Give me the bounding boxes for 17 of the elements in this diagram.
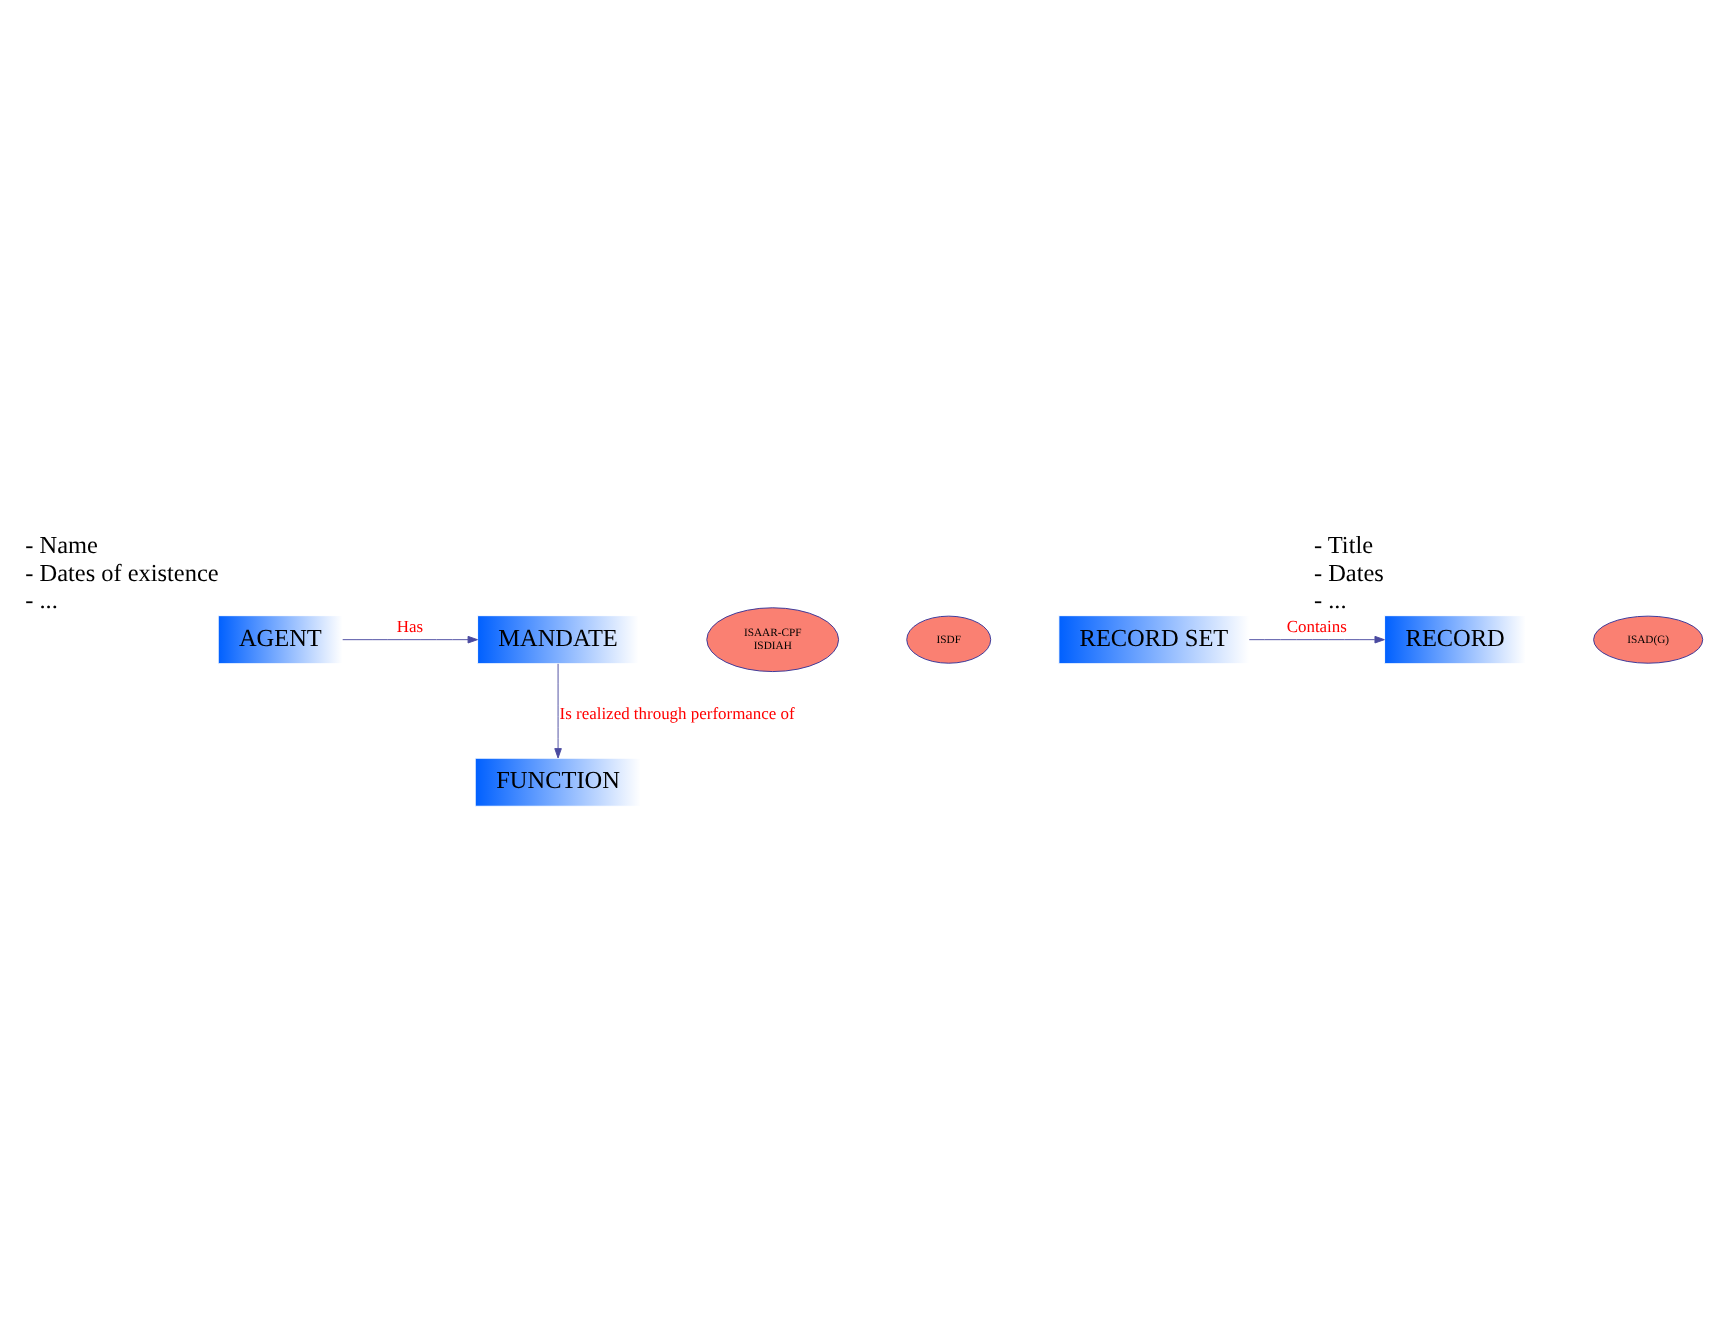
node-label: - Dates of existence xyxy=(25,557,219,586)
node-box: FUNCTION xyxy=(474,756,642,806)
arrow xyxy=(1248,634,1385,643)
node-box: RECORD xyxy=(1384,614,1527,664)
node-box: RECORD SET xyxy=(1058,614,1250,664)
node-box: MANDATE xyxy=(477,614,639,664)
node-label: - ... xyxy=(25,584,58,613)
edge-label: Is realized through performance of xyxy=(559,702,795,723)
arrow xyxy=(342,634,478,643)
node-label: - Name xyxy=(25,530,98,559)
node-label: - Dates xyxy=(1313,557,1384,586)
edge-label: Has xyxy=(396,614,424,635)
node-label: - Title xyxy=(1313,530,1374,559)
node-label: - ... xyxy=(1313,584,1347,613)
arrow xyxy=(554,662,562,758)
node-box: AGENT xyxy=(217,614,343,664)
edge-label: Contains xyxy=(1286,614,1347,635)
